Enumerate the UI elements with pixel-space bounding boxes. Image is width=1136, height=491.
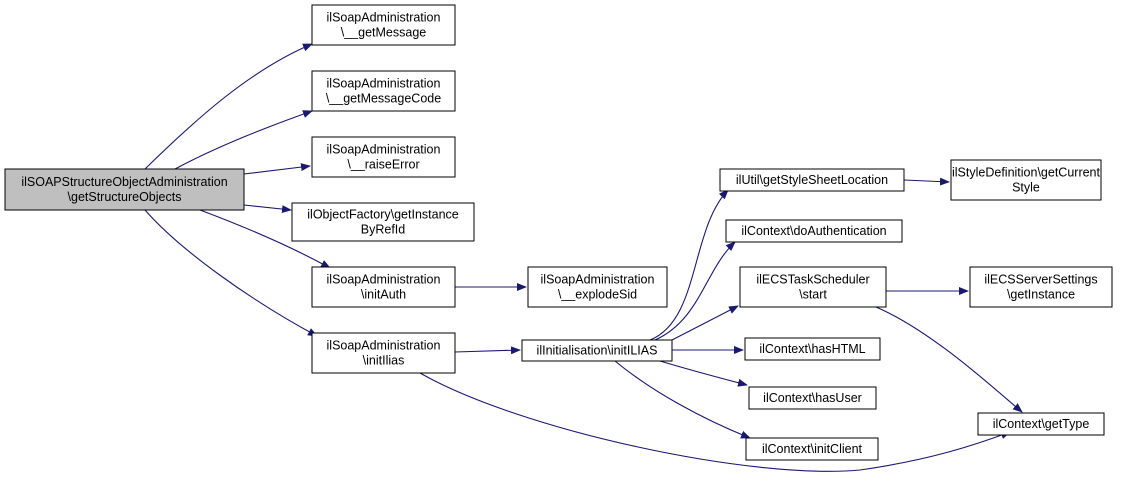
edge-root-to-raiseError	[243, 163, 311, 175]
node-label-line: \getStructureObjects	[68, 190, 182, 204]
node-initClient[interactable]: ilContext\initClient	[745, 437, 879, 461]
node-label-line: ilUtil\getStyleSheetLocation	[736, 173, 888, 187]
node-box	[291, 202, 475, 242]
node-box	[527, 266, 668, 308]
node-box	[311, 266, 456, 308]
node-label-line: ilSoapAdministration	[327, 339, 441, 353]
node-root[interactable]: ilSOAPStructureObjectAdministration\getS…	[4, 168, 245, 211]
node-hasUser[interactable]: ilContext\hasUser	[748, 386, 877, 410]
node-label-line: \__getMessage	[341, 26, 427, 40]
node-box	[739, 266, 887, 308]
node-label-line: ilContext\hasUser	[763, 391, 862, 405]
node-label-line: ilInitialisation\initILIAS	[537, 344, 658, 358]
node-label-line: ilECSServerSettings	[984, 273, 1097, 287]
node-box	[745, 437, 879, 461]
node-label-line: ilContext\initClient	[762, 442, 863, 456]
edge-getStyleSheetLocation-to-getCurrentStyle	[903, 177, 950, 186]
edge-root-to-initAuth	[199, 209, 331, 269]
node-explodeSid[interactable]: ilSoapAdministration\__explodeSid	[527, 266, 668, 308]
node-label-line: \getInstance	[1007, 288, 1075, 302]
node-ecsGetInstance[interactable]: ilECSServerSettings\getInstance	[969, 266, 1113, 308]
edge-root-to-getMessage	[144, 43, 313, 170]
edge-initILIAS-to-initClient	[614, 360, 751, 439]
node-label-line: \__getMessageCode	[326, 92, 441, 106]
node-label-line: ilContext\doAuthentication	[741, 224, 886, 238]
node-box	[521, 339, 673, 362]
node-box	[311, 4, 456, 46]
node-box	[977, 412, 1105, 436]
node-label-line: \start	[799, 288, 827, 302]
node-initAuth[interactable]: ilSoapAdministration\initAuth	[311, 266, 456, 308]
node-label-line: \__explodeSid	[558, 288, 637, 302]
edge-root-to-getMessageCode	[174, 110, 313, 170]
node-label-line: ilSOAPStructureObjectAdministration	[21, 175, 227, 189]
node-box	[969, 266, 1113, 308]
node-label-line: ilECSTaskScheduler	[756, 273, 869, 287]
call-arrow	[144, 43, 313, 170]
node-label-line: ilSoapAdministration	[327, 143, 441, 157]
edge-root-to-initIlias	[144, 209, 318, 337]
node-box	[311, 136, 456, 178]
call-arrow	[671, 305, 739, 341]
call-arrow	[243, 163, 311, 175]
node-box	[950, 159, 1102, 201]
call-arrow	[174, 110, 313, 170]
call-arrow	[654, 241, 736, 341]
node-getType[interactable]: ilContext\getType	[977, 412, 1105, 436]
node-hasHTML[interactable]: ilContext\hasHTML	[744, 337, 881, 361]
node-getMessage[interactable]: ilSoapAdministration\__getMessage	[311, 4, 456, 46]
node-initIlias[interactable]: ilSoapAdministration\initIlias	[311, 332, 456, 374]
node-raiseError[interactable]: ilSoapAdministration\__raiseError	[311, 136, 456, 178]
call-arrow	[659, 360, 748, 387]
node-doAuthentication[interactable]: ilContext\doAuthentication	[725, 219, 903, 243]
node-ecsStart[interactable]: ilECSTaskScheduler\start	[739, 266, 887, 308]
edge-initIlias-to-initILIAS	[454, 346, 521, 355]
call-arrow	[243, 204, 292, 214]
call-arrow	[614, 360, 751, 439]
call-arrow	[419, 372, 1011, 472]
node-box	[4, 168, 245, 211]
node-getMessageCode[interactable]: ilSoapAdministration\__getMessageCode	[311, 70, 456, 112]
edge-ecsStart-to-getType	[875, 306, 1023, 413]
nodes-layer: ilSOAPStructureObjectAdministration\getS…	[4, 4, 1113, 461]
node-label-line: Style	[1012, 181, 1040, 195]
node-label-line: \initIlias	[363, 354, 405, 368]
node-box	[744, 337, 881, 361]
node-label-line: \initAuth	[361, 288, 406, 302]
edge-initILIAS-to-hasUser	[659, 360, 748, 387]
node-getStyleSheetLocation[interactable]: ilUtil\getStyleSheetLocation	[719, 168, 905, 192]
node-label-line: ilSoapAdministration	[327, 11, 441, 25]
call-arrow	[454, 346, 521, 355]
call-arrow	[903, 177, 950, 186]
node-label-line: ilSoapAdministration	[541, 273, 655, 287]
node-box	[719, 168, 905, 192]
edge-root-to-getInstanceByRefId	[243, 204, 292, 214]
call-arrow	[875, 306, 1023, 413]
node-label-line: \__raiseError	[347, 158, 419, 172]
node-label-line: ilStyleDefinition\getCurrent	[952, 166, 1101, 180]
edges-layer	[144, 43, 1023, 472]
node-label-line: ilContext\getType	[993, 417, 1090, 431]
node-label-line: ByRefId	[361, 223, 406, 237]
node-box	[311, 70, 456, 112]
node-box	[748, 386, 877, 410]
node-label-line: ilObjectFactory\getInstance	[307, 208, 459, 222]
call-arrow	[144, 209, 318, 337]
edge-initILIAS-to-ecsStart	[671, 305, 739, 341]
edge-initILIAS-to-getStyleSheetLocation	[649, 189, 729, 341]
node-box	[311, 332, 456, 374]
node-label-line: ilSoapAdministration	[327, 273, 441, 287]
node-label-line: ilContext\hasHTML	[759, 342, 865, 356]
node-box	[725, 219, 903, 243]
call-arrow	[649, 189, 729, 341]
node-initILIAS[interactable]: ilInitialisation\initILIAS	[521, 339, 673, 362]
edge-initIlias-to-getType	[419, 372, 1011, 472]
node-label-line: ilSoapAdministration	[327, 77, 441, 91]
edge-initILIAS-to-doAuthentication	[654, 241, 736, 341]
call-arrow	[199, 209, 331, 269]
